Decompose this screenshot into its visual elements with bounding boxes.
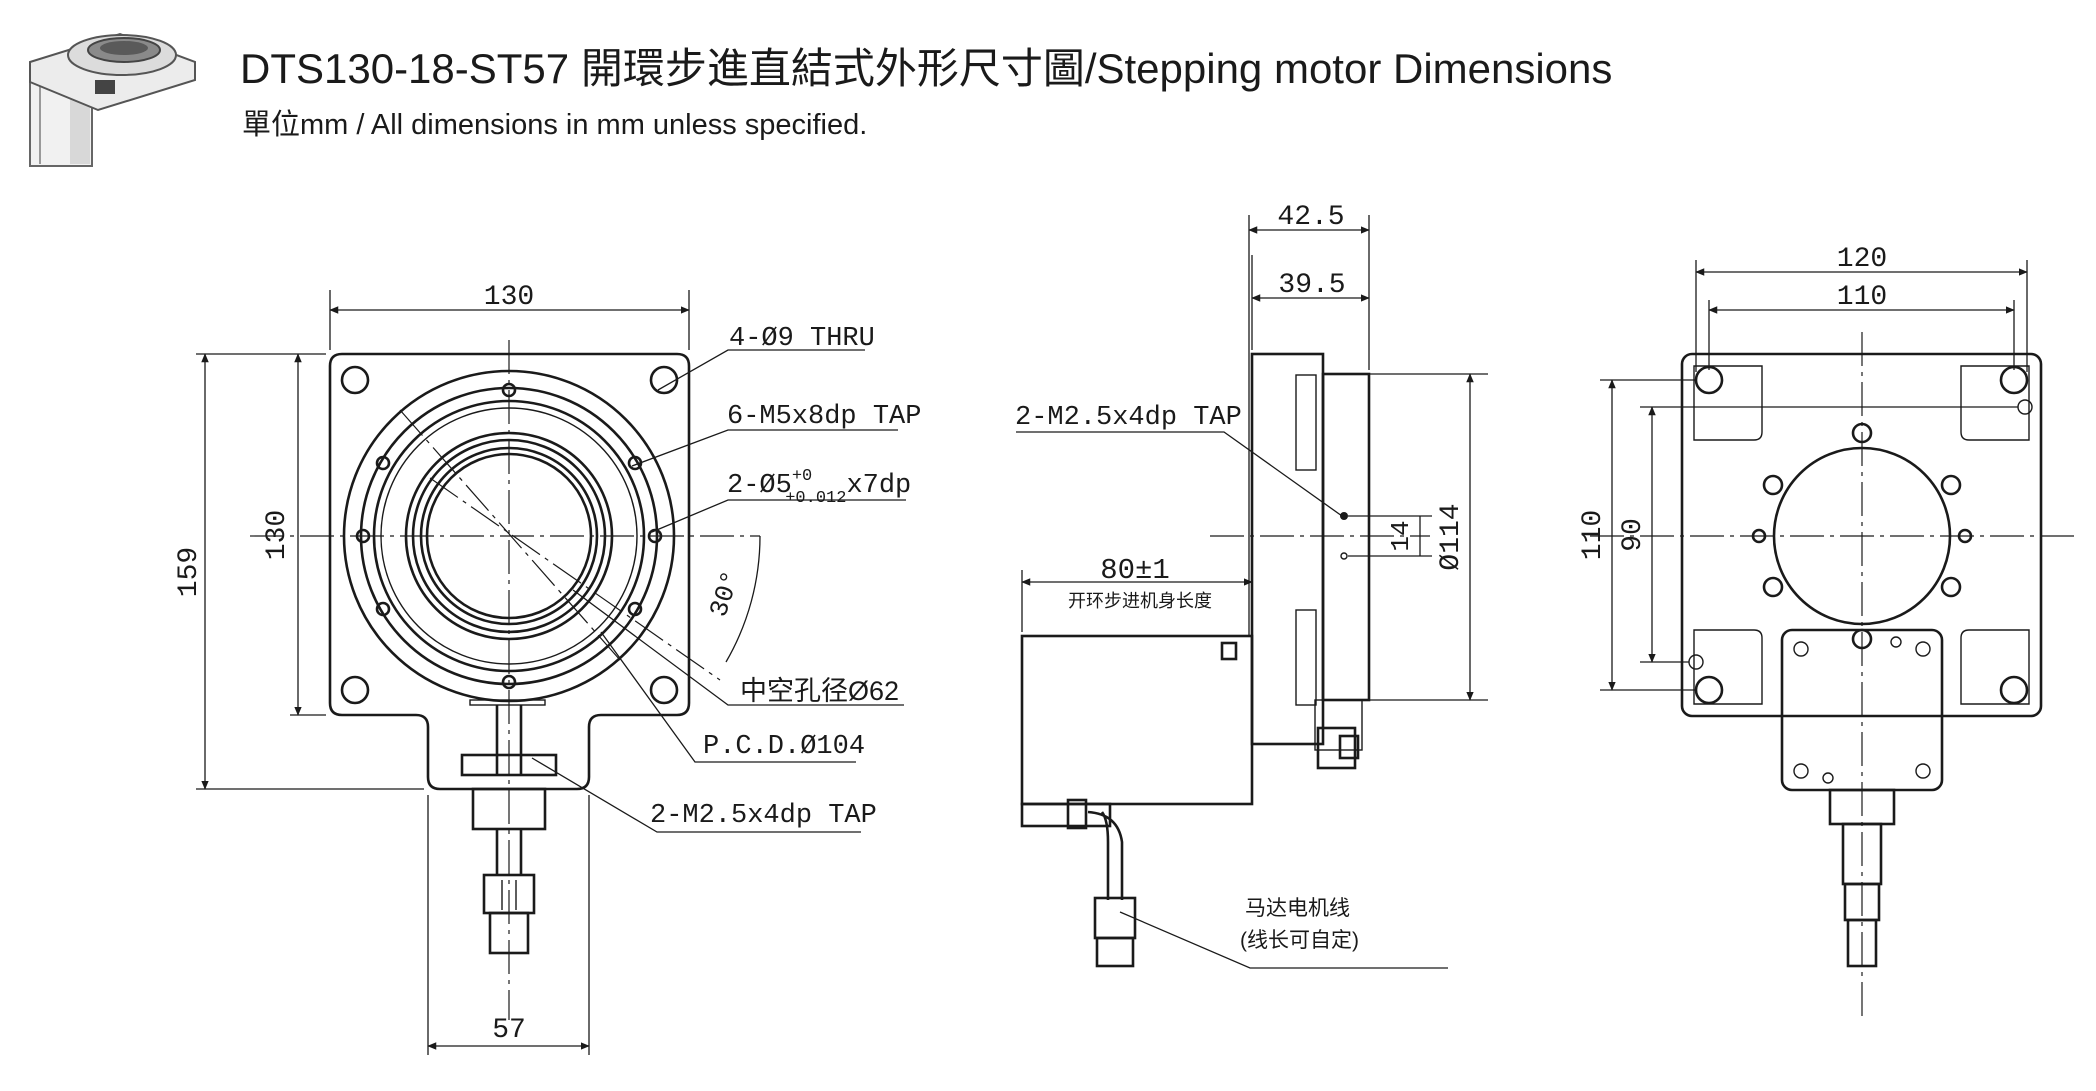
cable-note-2: (线长可自定) (1240, 929, 1359, 952)
dim-body-length: 80±1 (1100, 554, 1170, 587)
back-view (1590, 332, 2080, 1020)
callout-pcd: P.C.D.Ø104 (703, 732, 865, 762)
dim-diameter-114: Ø114 (1436, 503, 1467, 570)
dim-width-57: 57 (492, 1015, 526, 1046)
front-plate-outline (328, 352, 691, 791)
side-view (1020, 352, 1430, 968)
corner-hole (340, 365, 370, 395)
cable-note-1: 马达电机线 (1245, 897, 1350, 920)
dim-height-159: 159 (174, 547, 205, 597)
callout-bottom-tap: 2-M2.5x4dp TAP (650, 801, 877, 831)
dim-height-110: 110 (1578, 510, 1609, 560)
dim-width-130: 130 (484, 282, 534, 313)
corner-hole (649, 365, 679, 395)
callout-thru-holes: 4-Ø9 THRU (729, 324, 875, 354)
callout-side-tap: 2-M2.5x4dp TAP (1015, 403, 1242, 433)
motor-body-side (1020, 634, 1254, 806)
front-view (250, 340, 761, 1020)
mounting-plate-side (1250, 352, 1325, 746)
rotary-table-side (1321, 372, 1371, 702)
callout-tap-holes: 6-M5x8dp TAP (727, 402, 921, 432)
dim-42-5: 42.5 (1277, 202, 1344, 233)
dim-width-110: 110 (1837, 282, 1887, 313)
page-subtitle: 單位mm / All dimensions in mm unless speci… (242, 108, 867, 141)
front-view-dimensions: 130 130 159 57 30° 4-Ø9 THRU 6-M5x8dp TA… (174, 282, 921, 1055)
callout-hollow-bore: 中空孔径Ø62 (740, 676, 899, 706)
side-view-dimensions: 42.5 39.5 80±1 开环步进机身长度 2-M2.5x4dp TAP 1… (1015, 202, 1488, 969)
dim-39-5: 39.5 (1278, 270, 1345, 301)
dim-height-90: 90 (1618, 518, 1649, 552)
corner-hole (340, 675, 370, 705)
dim-body-length-note: 开环步进机身长度 (1068, 591, 1212, 611)
dim-angle-30: 30° (704, 567, 747, 621)
corner-hole (649, 675, 679, 705)
product-thumbnail (29, 32, 196, 167)
dim-14: 14 (1386, 520, 1416, 551)
dim-height-130: 130 (262, 510, 293, 560)
back-view-dimensions: 120 110 110 90 (1578, 244, 2028, 691)
dim-width-120: 120 (1837, 244, 1887, 275)
callout-pin-holes: 2-Ø5+0+0.012x7dp (727, 467, 911, 508)
page-title: DTS130-18-ST57 開環步進直結式外形尺寸圖/Stepping mot… (240, 45, 1612, 92)
